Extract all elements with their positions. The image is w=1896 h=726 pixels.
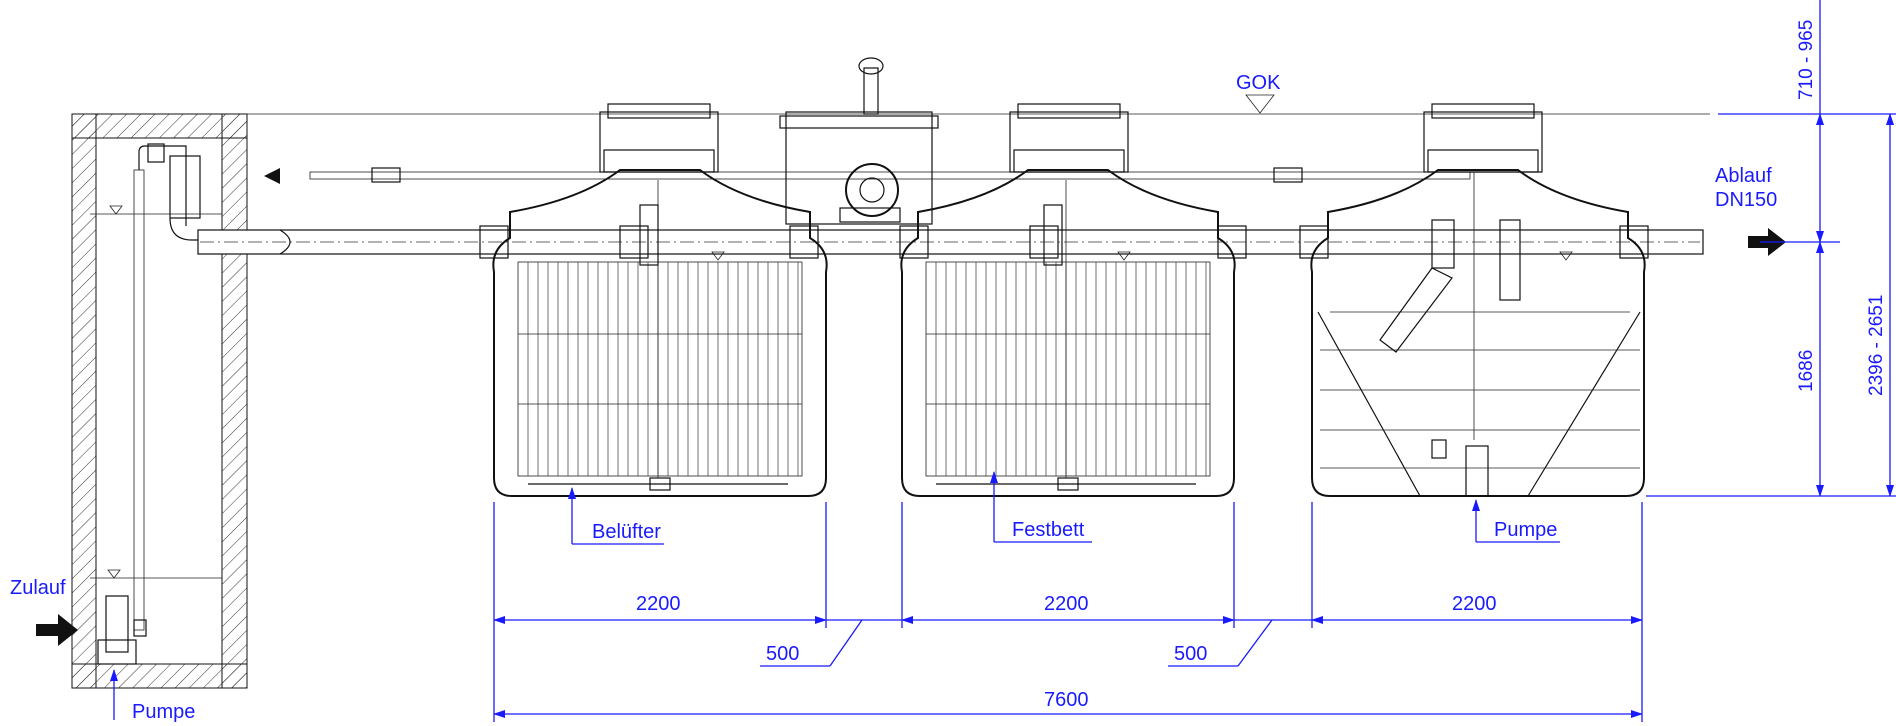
svg-text:Belüfter: Belüfter (592, 521, 661, 543)
dim-gap2: 500 (1168, 619, 1312, 667)
dim-total-height: 2396 - 2651 (1866, 113, 1894, 497)
svg-text:1686: 1686 (1796, 350, 1817, 392)
tank-3 (1310, 103, 1646, 497)
dim-total: 7600 (493, 689, 1643, 718)
dim-tank-height: 1686 (1796, 113, 1824, 497)
fixed-bed-1 (517, 261, 803, 477)
dim-tank1: 2200 (493, 593, 827, 624)
pumpe-left-leader: Pumpe (110, 669, 195, 723)
pump-shaft (71, 113, 248, 689)
tank-1 (492, 103, 828, 497)
dim-gap1: 500 (760, 619, 902, 667)
svg-text:Pumpe: Pumpe (132, 701, 195, 723)
svg-text:2396 - 2651: 2396 - 2651 (1866, 295, 1887, 396)
svg-text:Pumpe: Pumpe (1494, 519, 1557, 541)
svg-text:500: 500 (766, 643, 799, 665)
dim-cover-depth: 710 - 965 (1796, 0, 1821, 114)
svg-text:7600: 7600 (1044, 689, 1089, 711)
dim-extension-lines (493, 502, 1643, 722)
pumpe-right-leader: Pumpe (1472, 499, 1560, 543)
svg-text:2200: 2200 (1452, 593, 1497, 615)
ablauf-label: Ablauf (1715, 165, 1772, 187)
svg-text:2200: 2200 (1044, 593, 1089, 615)
dim-tank2: 2200 (901, 593, 1235, 624)
svg-text:2200: 2200 (636, 593, 681, 615)
fixed-bed-2 (925, 261, 1211, 477)
zulauf-label: Zulauf (10, 577, 66, 599)
beluefter-leader: Belüfter (568, 487, 664, 545)
dim-vertical-extensions (1646, 113, 1896, 497)
main-pipe (197, 225, 1704, 259)
gok-marker: GOK (1236, 72, 1281, 114)
inflow-arrow (36, 614, 78, 646)
gok-label: GOK (1236, 72, 1281, 94)
festbett-leader: Festbett (990, 471, 1092, 543)
dim-tank3: 2200 (1311, 593, 1643, 624)
dn150-label: DN150 (1715, 189, 1777, 211)
svg-text:500: 500 (1174, 643, 1207, 665)
compressor (779, 57, 939, 225)
tank-2 (900, 103, 1236, 497)
svg-text:710 - 965: 710 - 965 (1796, 20, 1817, 100)
svg-text:Festbett: Festbett (1012, 519, 1085, 541)
return-arrow (264, 168, 296, 184)
